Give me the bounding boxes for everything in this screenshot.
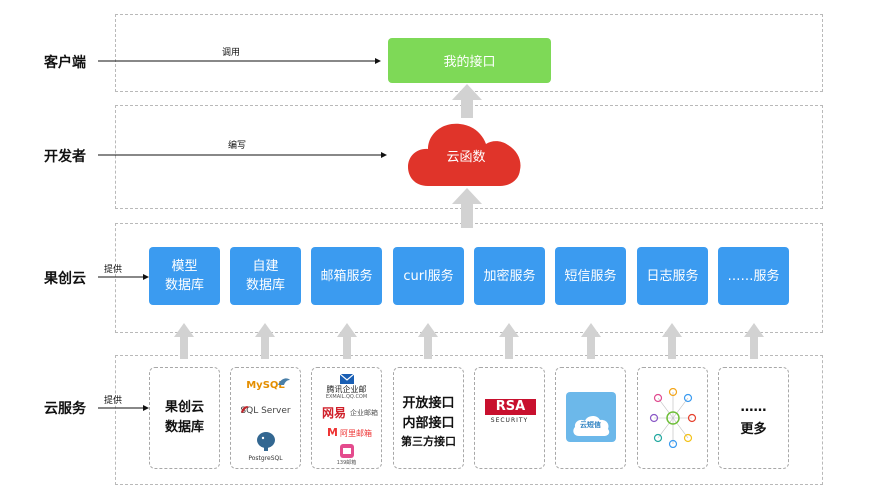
base-db-engines: MySQL SQL Server PostgreSQL [230,367,301,469]
cloud-service-layer [115,355,823,485]
mysql-dolphin-icon [278,378,290,385]
tencent-mail-icon [340,374,354,384]
up-arrow-platform-to-cloud [452,188,482,228]
sqlserver-icon [241,406,249,413]
rsa-logo-text: RSA [495,399,526,414]
service-encrypt: 加密服务 [474,247,545,305]
up-arrow-5 [499,323,519,359]
up-arrow-cloud-to-api [452,84,482,118]
my-api-label: 我的接口 [443,55,496,70]
base-sms: 云短信 [555,367,626,469]
arrow-label-provide-cloud: 提供 [104,396,123,406]
up-arrows-services [174,323,764,359]
sms-logo-text: 云短信 [580,421,601,429]
aliyun-mail-icon: M [327,426,338,439]
postgres-logo: PostgreSQL [248,455,283,462]
service-model-db: 模型 数据库 [149,247,220,305]
cloud-function-label: 云函数 [446,150,486,165]
base-log [637,367,708,469]
sqlserver-logo: SQL Server [240,406,291,416]
base-db-label: 果创云 数据库 [164,400,204,435]
arrow-label-write: 编写 [228,141,247,151]
up-arrow-8 [744,323,764,359]
service-mail: 邮箱服务 [311,247,382,305]
my-api-box: 我的接口 [388,38,551,83]
service-sms: 短信服务 [555,247,626,305]
up-arrow-7 [662,323,682,359]
base-more: …… 更多 [718,367,789,469]
up-arrow-4 [418,323,438,359]
mail-139-logo: 139邮箱 [336,460,357,466]
more-label: 更多 [740,422,767,437]
arrow-label-provide-platform: 提供 [104,265,123,275]
arrow-label-call: 调用 [222,48,241,58]
tencent-mail-logo: 腾讯企业邮 [326,385,367,394]
base-mail-providers: 腾讯企业邮 EXMAIL.QQ.COM 网易 企业邮箱 M 阿里邮箱 139邮箱 [311,367,382,469]
service-more: ……服务 [718,247,789,305]
sms-cloud-icon [573,415,610,436]
base-apis: 开放接口 内部接口 第三方接口 [393,367,464,469]
more-ellipsis: …… [740,400,767,415]
service-log: 日志服务 [637,247,708,305]
tencent-mail-sub: EXMAIL.QQ.COM [325,394,368,400]
api-third-party-label: 第三方接口 [401,435,456,448]
up-arrow-3 [337,323,357,359]
api-internal-label: 内部接口 [402,416,455,431]
row-label-client: 客户端 [44,55,86,71]
base-rsa: RSA SECURITY [474,367,545,469]
row-label-cloud-service: 云服务 [44,401,86,417]
rsa-security-text: SECURITY [490,417,529,424]
service-self-db: 自建 数据库 [230,247,301,305]
postgres-elephant-icon [257,432,275,451]
service-curl: curl服务 [393,247,464,305]
netease-sub: 企业邮箱 [350,409,378,417]
up-arrow-2 [255,323,275,359]
netease-logo: 网易 [322,406,347,420]
aliyun-mail-logo: 阿里邮箱 [340,429,372,438]
rsa-logo-box: RSA [485,399,536,415]
up-arrow-6 [581,323,601,359]
row-label-developer: 开发者 [44,149,86,165]
base-guochuangyun-db: 果创云 数据库 [149,367,220,469]
network-icons-icon [649,388,697,448]
up-arrow-1 [174,323,194,359]
cloud-function-icon [408,123,521,186]
api-open-label: 开放接口 [402,396,455,411]
row-label-guochuangyun: 果创云 [44,271,86,287]
mail-139-icon [340,444,354,458]
mysql-logo: MySQL [246,380,285,391]
